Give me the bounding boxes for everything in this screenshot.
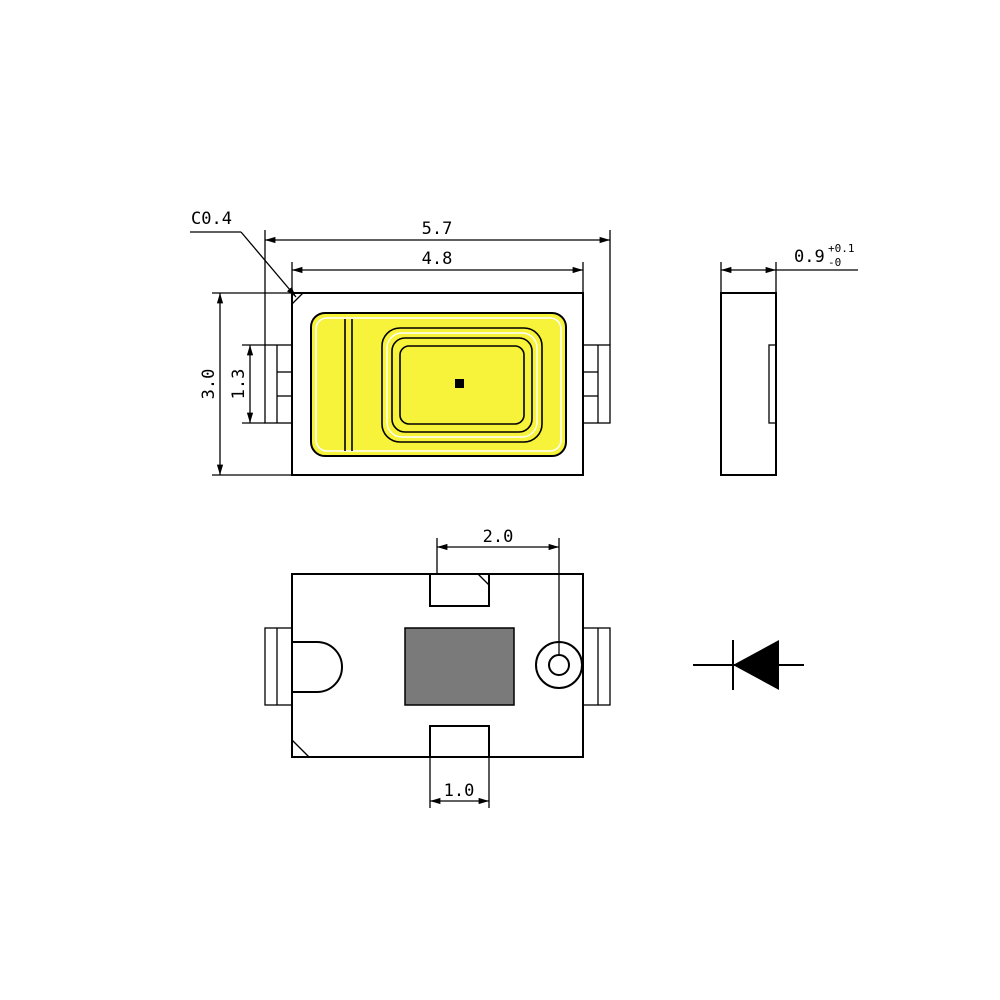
chamfer-corner [291, 292, 305, 306]
diode-symbol-icon [693, 640, 804, 690]
lens [310, 312, 567, 457]
right-terminal-top [582, 344, 611, 424]
die [455, 379, 464, 388]
left-terminal-top [264, 344, 293, 424]
dim-length-body: 4.8 [291, 249, 584, 293]
left-terminal-bottom [264, 627, 293, 706]
svg-text:C0.4: C0.4 [191, 209, 232, 229]
chamfer-corner-bottom [291, 739, 310, 758]
svg-text:-0: -0 [828, 256, 841, 269]
svg-text:+0.1: +0.1 [828, 242, 855, 255]
svg-text:4.8: 4.8 [422, 249, 453, 269]
package-body-side [720, 292, 777, 476]
dim-pad-size: 1.0 [429, 757, 490, 808]
dim-length-overall: 5.7 [264, 219, 611, 345]
svg-text:5.7: 5.7 [422, 219, 453, 239]
dim-width-overall: 3.0 [199, 292, 292, 476]
svg-text:1.3: 1.3 [229, 369, 249, 400]
top-view: 5.7 4.8 C0.4 3.0 1.3 [190, 209, 611, 476]
svg-text:2.0: 2.0 [483, 527, 514, 547]
left-d-pad [292, 641, 343, 693]
svg-text:0.9: 0.9 [794, 247, 825, 267]
bottom-pad [429, 725, 490, 758]
package-body-top [291, 292, 584, 476]
polarity-circle [548, 654, 570, 676]
svg-text:3.0: 3.0 [199, 369, 219, 400]
thermal-pad [404, 627, 515, 706]
bottom-view: 2.0 1.0 [264, 527, 611, 808]
svg-text:1.0: 1.0 [444, 781, 475, 801]
top-pad [429, 573, 490, 607]
dim-pitch: 2.0 [436, 527, 560, 655]
dim-thickness: 0.9 +0.1 -0 [720, 242, 858, 293]
dim-chamfer: C0.4 [190, 209, 297, 298]
right-terminal-bottom [582, 627, 611, 706]
side-view: 0.9 +0.1 -0 [720, 242, 858, 476]
dim-pad-width: 1.3 [229, 344, 265, 424]
side-terminal [768, 344, 777, 424]
